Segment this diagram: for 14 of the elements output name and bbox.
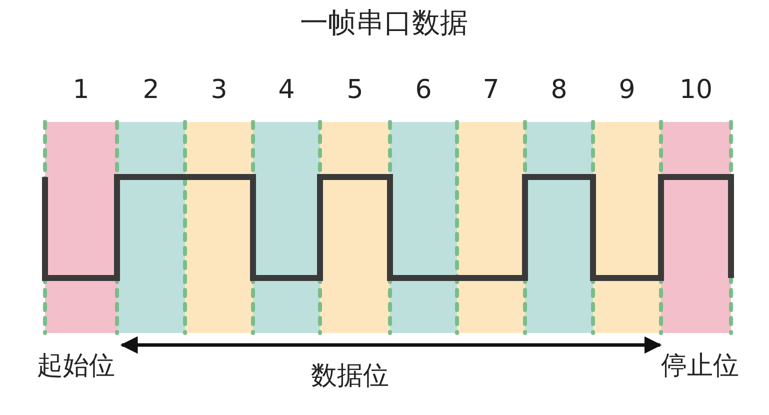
bit-number: 3 bbox=[210, 76, 228, 105]
bit-number: 1 bbox=[72, 76, 90, 105]
bit-number: 9 bbox=[618, 76, 636, 105]
start-bit-label: 起始位 bbox=[37, 352, 115, 381]
bit-number: 10 bbox=[679, 76, 713, 105]
bit-number: 6 bbox=[415, 76, 432, 105]
bit-number: 8 bbox=[550, 76, 568, 105]
data-bits-label: 数据位 bbox=[311, 362, 389, 391]
bit-number: 2 bbox=[142, 76, 160, 105]
stop-bit-label: 停止位 bbox=[661, 352, 739, 381]
bit-number: 5 bbox=[346, 76, 364, 105]
bit-number: 4 bbox=[278, 76, 295, 105]
title: 一帧串口数据 bbox=[300, 8, 468, 39]
bit-number: 7 bbox=[482, 76, 500, 105]
